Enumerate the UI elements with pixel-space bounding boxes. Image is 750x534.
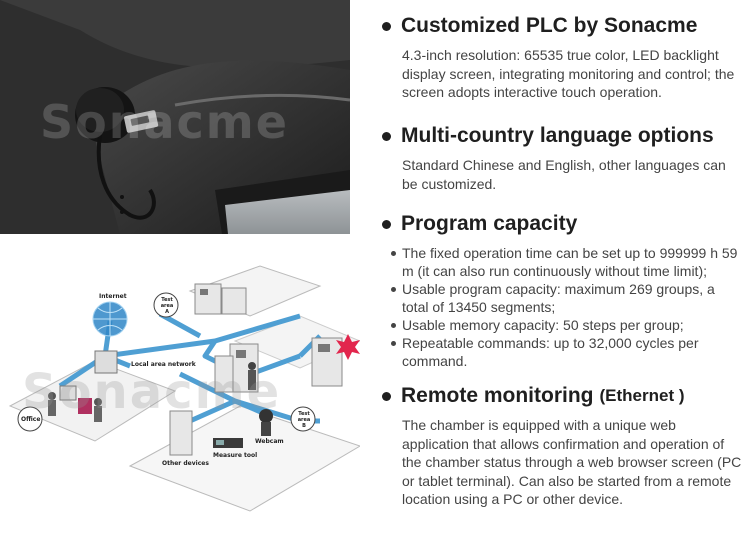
list-item: Repeatable commands: up to 32,000 cycles… [391, 334, 744, 370]
section-description: Standard Chinese and English, other lang… [402, 157, 726, 192]
network-diagram-illustration [8, 265, 360, 512]
label-measure-tool: Measure tool [213, 452, 258, 459]
plc-product-photo: Sonacme [0, 0, 350, 234]
capacity-list: The fixed operation time can be set up t… [391, 244, 744, 370]
bullet-icon [382, 219, 391, 229]
section-language-options: Multi-country language options Standard … [382, 124, 744, 193]
section-description: 4.3-inch resolution: 65535 true color, L… [402, 47, 735, 100]
section-remote-monitoring: Remote monitoring (Ethernet ) The chambe… [382, 384, 744, 509]
heading-text: Remote monitoring [401, 384, 594, 407]
section-program-capacity: Program capacity The fixed operation tim… [382, 212, 744, 370]
label-internet: Internet [99, 293, 127, 300]
label-test-area-b: Test area B [297, 411, 311, 429]
list-item: Usable memory capacity: 50 steps per gro… [391, 316, 744, 334]
section-heading: Multi-country language options [382, 124, 744, 148]
section-customized-plc: Customized PLC by Sonacme 4.3-inch resol… [382, 14, 744, 102]
bullet-icon [382, 131, 391, 141]
list-item: Usable program capacity: maximum 269 gro… [391, 280, 744, 316]
section-heading: Remote monitoring (Ethernet ) [382, 384, 744, 408]
heading-suffix: (Ethernet ) [599, 386, 685, 405]
label-other-devices: Other devices [162, 460, 209, 467]
chamber-panel-illustration [0, 0, 350, 234]
heading-text: Program capacity [401, 212, 578, 235]
heading-text: Multi-country language options [401, 124, 714, 147]
section-heading: Customized PLC by Sonacme [382, 14, 744, 38]
network-diagram: Internet Test area A Test area B Local a… [0, 256, 360, 534]
label-webcam: Webcam [255, 438, 284, 445]
label-office: Office [21, 416, 41, 423]
section-description: The chamber is equipped with a unique we… [402, 417, 742, 507]
heading-text: Customized PLC by Sonacme [401, 14, 698, 37]
list-item: The fixed operation time can be set up t… [391, 244, 744, 280]
bullet-icon [382, 391, 391, 401]
section-heading: Program capacity [382, 212, 744, 236]
label-local-area-network: Local area network [131, 361, 196, 368]
label-test-area-a: Test area A [160, 297, 174, 315]
bullet-icon [382, 21, 391, 31]
